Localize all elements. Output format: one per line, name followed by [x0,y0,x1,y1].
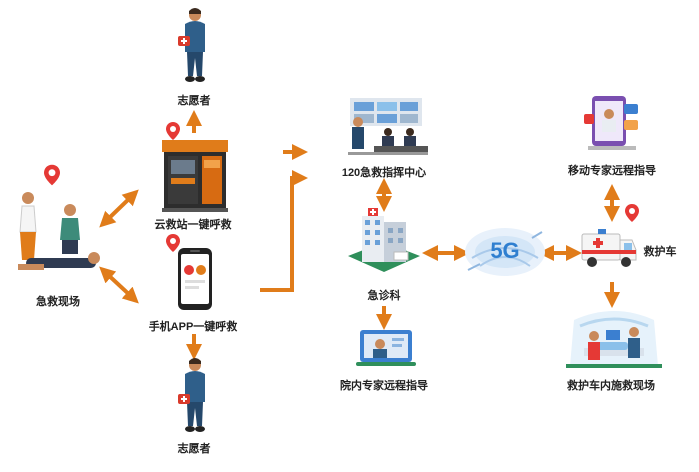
ambulance-icon [581,229,637,267]
arrow-scene-phone [99,266,139,304]
video-consultation-icon [356,330,416,366]
first-aid-scene-icon [18,192,100,270]
hospital-building-icon [348,208,420,272]
volunteer-bottom-label: 志愿者 [177,443,211,455]
cloud-rescue-station-icon [162,140,228,212]
dispatch-center-label: 120急救指挥中心 [341,167,427,179]
ambulance-scene-icon [566,311,662,368]
cloud-station-label: 云救站一键呼救 [154,219,232,231]
ambulance-scene-label: 救护车内施救现场 [567,380,655,392]
volunteer-person-icon [178,8,205,82]
command-center-icon [348,98,428,155]
in-hospital-guidance-label: 院内专家远程指导 [340,380,428,392]
5g-text: 5G [490,238,519,263]
emergency-dept-label: 急诊科 [367,290,401,302]
gps-pin-icon [44,164,60,186]
mobile-guidance-label: 移动专家远程指导 [568,165,656,177]
volunteer-person-icon [178,358,205,432]
ambulance-label: 救护车 [643,246,677,258]
app-call-label: 手机APP一键呼救 [148,321,238,333]
gps-pin-icon [166,122,180,140]
scene-label: 急救现场 [36,296,80,308]
smartphone-app-icon [178,248,212,310]
gps-pin-icon [166,234,180,252]
gps-pin-icon [625,204,639,222]
arrow-phone-dispatch [260,170,308,292]
volunteer-top-label: 志愿者 [177,95,211,107]
arrow-scene-kiosk [99,189,139,228]
5g-network-icon: 5G [465,228,545,276]
mobile-guidance-icon [584,96,638,150]
